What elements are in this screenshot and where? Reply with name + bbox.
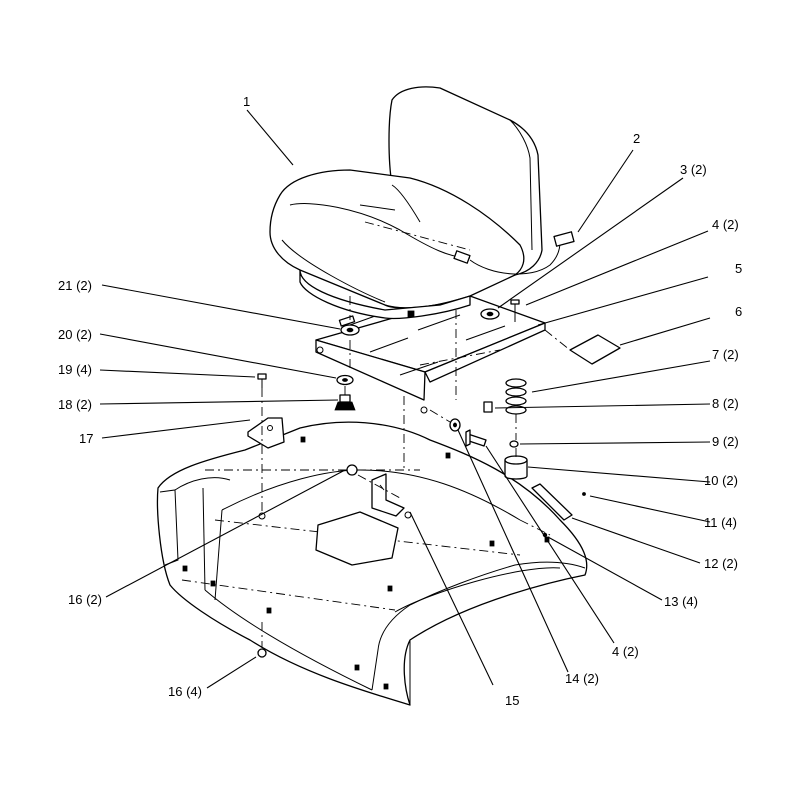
callout-3: 3 (2) <box>680 162 707 177</box>
callout-5: 5 <box>735 261 742 276</box>
callout-7: 7 (2) <box>712 347 739 362</box>
seat <box>269 86 543 320</box>
nut-9 <box>509 440 519 448</box>
callout-1: 1 <box>243 94 250 109</box>
bolt-19 <box>257 373 267 388</box>
bolt-4-top <box>510 299 520 322</box>
washer-21 <box>340 324 360 336</box>
callout-21: 21 (2) <box>58 278 92 293</box>
callout-2: 2 <box>633 131 640 146</box>
callout-labels: 1 2 3 (2) 4 (2) 5 6 7 (2) 8 (2) 9 (2) 10… <box>58 94 742 708</box>
bumper-10 <box>504 455 528 480</box>
callout-14: 14 (2) <box>565 671 599 686</box>
callout-6: 6 <box>735 304 742 319</box>
nut-16-lower <box>257 648 267 658</box>
callout-13: 13 (4) <box>664 594 698 609</box>
fender-body <box>156 421 588 706</box>
assembly-lines <box>261 221 571 648</box>
callout-4b: 4 (2) <box>612 644 639 659</box>
knob-18 <box>334 394 356 411</box>
callout-18: 18 (2) <box>58 397 92 412</box>
callout-16a: 16 (4) <box>168 684 202 699</box>
leader-lines <box>99 109 711 689</box>
seat-switch-wire <box>469 231 575 275</box>
screw-11 <box>582 492 586 496</box>
bolt-4-lower <box>465 429 487 447</box>
callout-11: 11 (4) <box>704 515 737 530</box>
washer-14 <box>449 418 461 432</box>
callout-4a: 4 (2) <box>712 217 739 232</box>
washer-3 <box>480 308 500 320</box>
bolt-8 <box>483 401 493 413</box>
callout-19: 19 (4) <box>58 362 92 377</box>
callout-9: 9 (2) <box>712 434 739 449</box>
callout-10: 10 (2) <box>704 473 738 488</box>
callout-8: 8 (2) <box>712 396 739 411</box>
callout-17: 17 <box>79 431 93 446</box>
spring-7 <box>505 378 527 415</box>
bracket-15 <box>371 473 405 517</box>
pad-12 <box>531 483 573 521</box>
callout-16b: 16 (2) <box>68 592 102 607</box>
bracket-17 <box>247 417 285 449</box>
washer-20 <box>336 374 354 386</box>
callout-15: 15 <box>505 693 519 708</box>
callout-20: 20 (2) <box>58 327 92 342</box>
decal-6 <box>569 334 621 365</box>
callout-12: 12 (2) <box>704 556 738 571</box>
nut-16-upper <box>346 464 358 476</box>
